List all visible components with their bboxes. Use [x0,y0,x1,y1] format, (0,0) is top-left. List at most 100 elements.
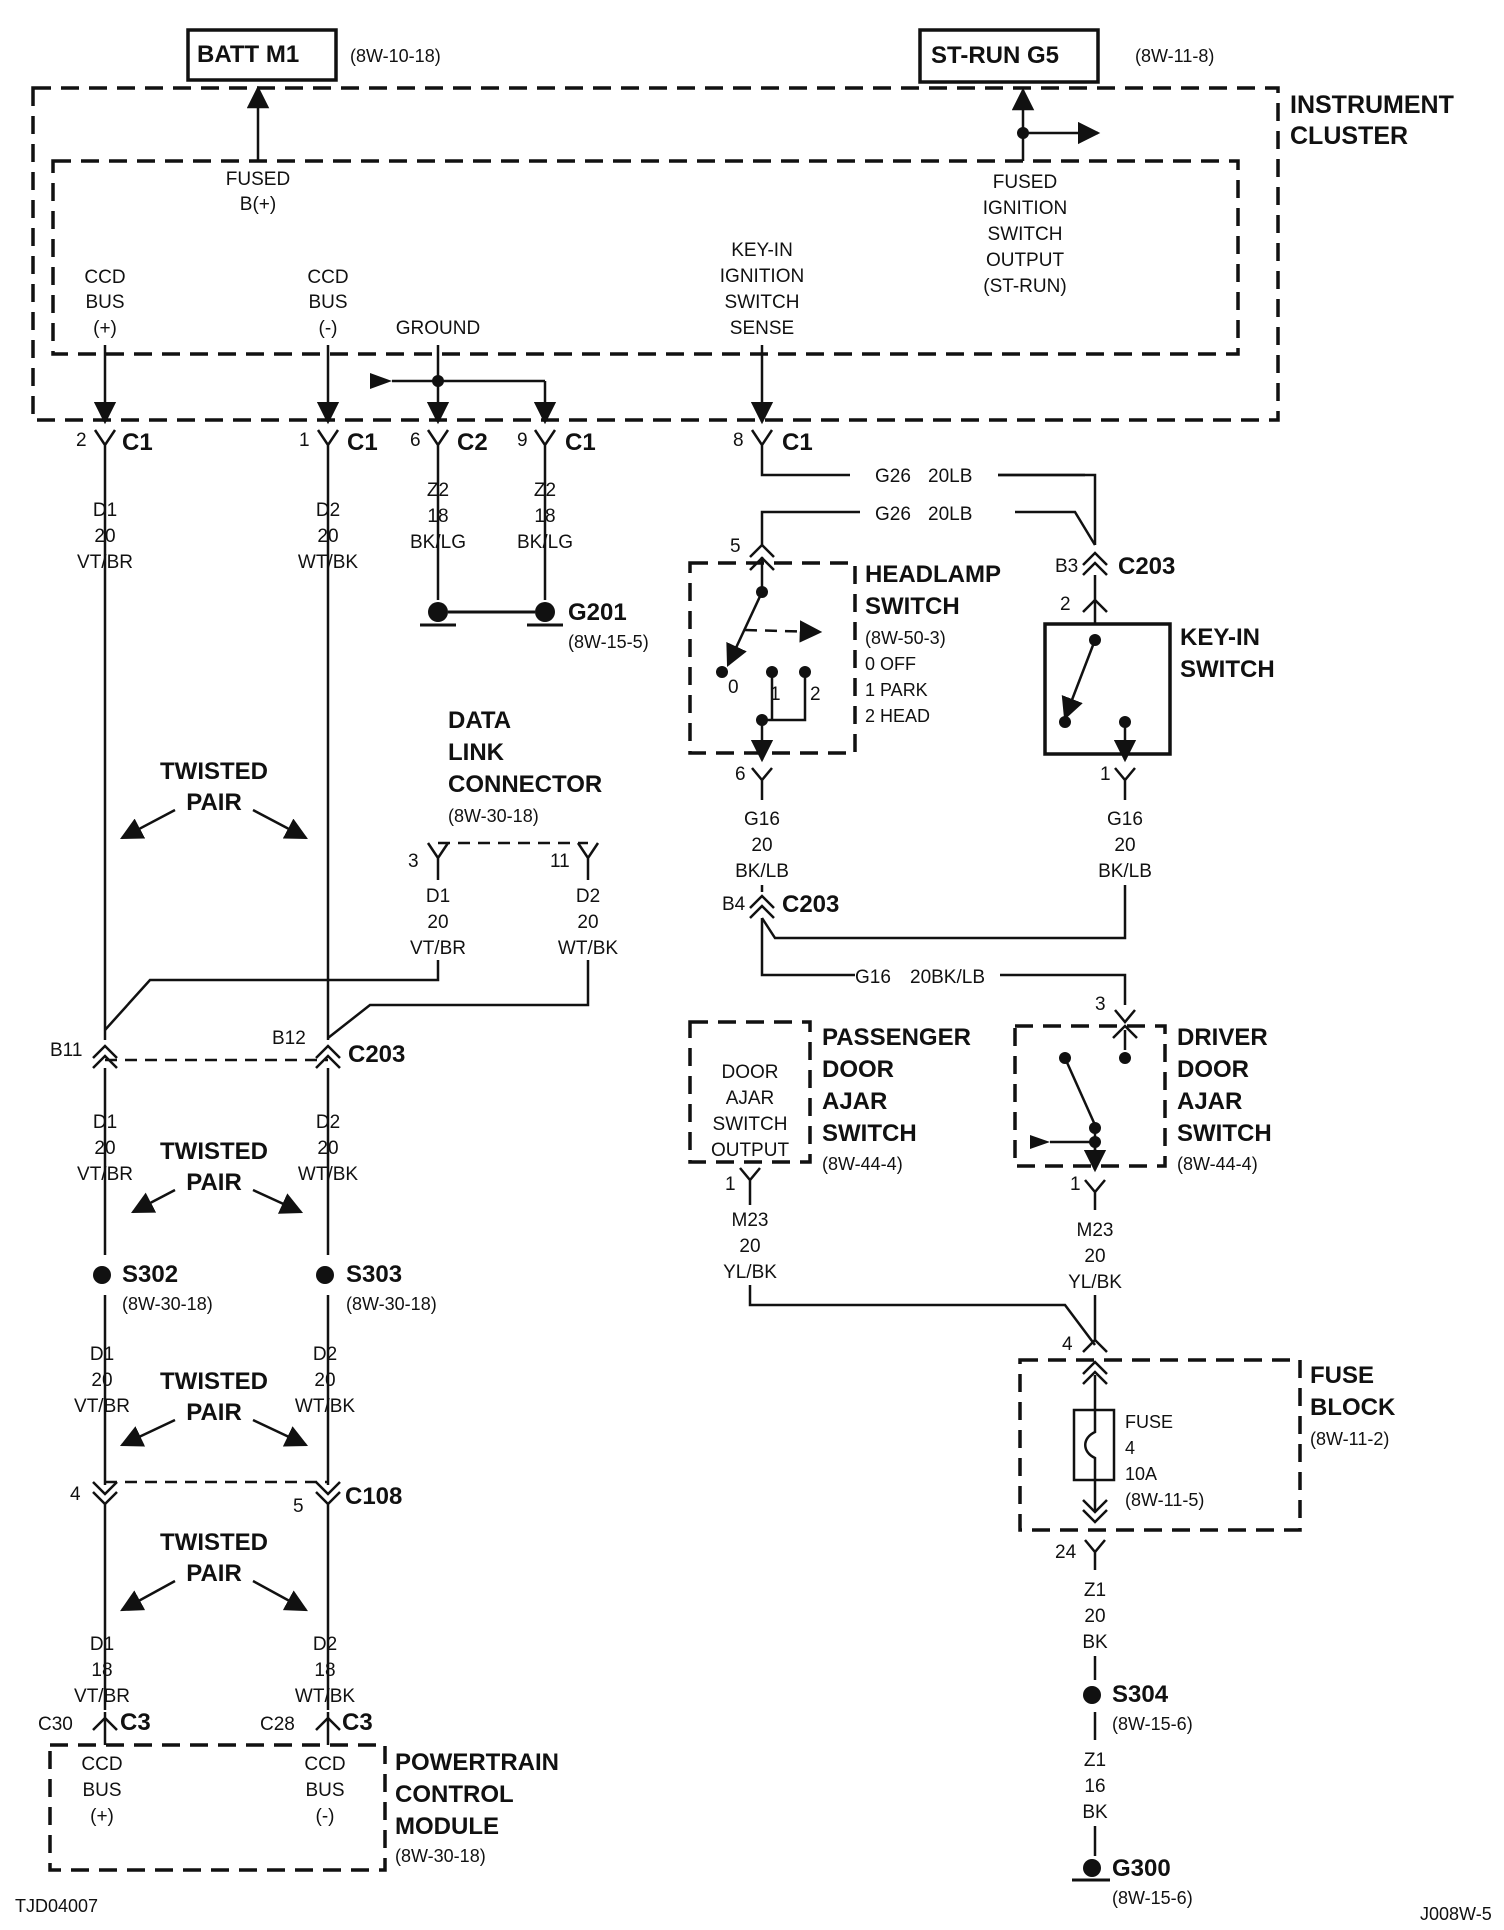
svg-text:1: 1 [299,430,310,451]
svg-text:G26: G26 [875,504,911,525]
svg-text:PASSENGER: PASSENGER [822,1024,971,1051]
svg-text:(8W-11-5): (8W-11-5) [1125,1490,1204,1510]
svg-text:5: 5 [293,1496,304,1517]
svg-text:SWITCH: SWITCH [1177,1120,1272,1147]
svg-text:20: 20 [1084,1606,1105,1627]
svg-text:(-): (-) [316,1806,335,1827]
svg-text:20: 20 [314,1370,335,1391]
splice-s302: S302 (8W-30-18) [93,1261,213,1314]
svg-text:(8W-10-18): (8W-10-18) [350,46,441,66]
svg-text:C30: C30 [38,1714,73,1735]
svg-text:18: 18 [314,1660,335,1681]
ground-g300: G300 (8W-15-6) [1072,1855,1193,1908]
ground-g201: G201 (8W-15-5) [420,599,649,652]
svg-text:WT/BK: WT/BK [298,552,358,573]
svg-text:B12: B12 [272,1028,306,1049]
svg-text:BK/LG: BK/LG [517,532,573,553]
svg-text:10A: 10A [1125,1464,1157,1484]
twisted-pair-label: TWISTED PAIR [131,1138,304,1214]
svg-text:FUSED: FUSED [993,172,1057,193]
svg-text:20: 20 [94,526,115,547]
svg-text:3: 3 [1095,994,1106,1015]
svg-text:CCD: CCD [84,267,125,288]
svg-text:C1: C1 [122,429,153,456]
svg-text:CCD: CCD [307,267,348,288]
svg-text:9: 9 [517,430,528,451]
svg-text:G16: G16 [1107,809,1143,830]
svg-text:CCD: CCD [304,1754,345,1775]
svg-text:D1: D1 [93,500,117,521]
twisted-pair-label: TWISTED PAIR [120,758,308,840]
svg-text:0 OFF: 0 OFF [865,654,916,674]
svg-text:BUS: BUS [85,292,124,313]
svg-text:MODULE: MODULE [395,1813,499,1840]
svg-text:20: 20 [739,1236,760,1257]
svg-text:0: 0 [728,677,739,698]
twisted-pair-label: TWISTED PAIR [120,1529,308,1612]
svg-text:BUS: BUS [308,292,347,313]
svg-text:B(+): B(+) [240,194,276,215]
svg-text:S302: S302 [122,1261,178,1288]
svg-text:D1: D1 [90,1344,114,1365]
svg-text:D2: D2 [576,886,600,907]
svg-text:1: 1 [725,1174,736,1195]
svg-text:(8W-11-8): (8W-11-8) [1135,46,1214,66]
svg-text:D2: D2 [316,500,340,521]
connector-c3: C30 C3 C28 C3 [38,1709,373,1745]
svg-text:M23: M23 [1077,1220,1114,1241]
svg-text:TWISTED: TWISTED [160,1529,268,1556]
connector-c203-b3: B3 C203 [1055,551,1175,580]
svg-text:IGNITION: IGNITION [983,198,1067,219]
connector-c1-row: 2 C1 1 C1 6 C2 9 C1 8 C1 [76,429,813,470]
svg-text:20: 20 [94,1138,115,1159]
svg-text:Z2: Z2 [427,480,449,501]
svg-text:4: 4 [1125,1438,1135,1458]
svg-text:DOOR: DOOR [822,1056,894,1083]
svg-text:(8W-44-4): (8W-44-4) [822,1154,903,1174]
svg-text:BK/LB: BK/LB [1098,861,1152,882]
svg-text:(8W-15-6): (8W-15-6) [1112,1888,1193,1908]
svg-text:(+): (+) [90,1806,114,1827]
svg-text:(8W-30-18): (8W-30-18) [448,806,539,826]
svg-text:S303: S303 [346,1261,402,1288]
svg-text:SWITCH: SWITCH [725,292,800,313]
splice-s303: S303 (8W-30-18) [316,1261,437,1314]
svg-text:24: 24 [1055,1542,1077,1563]
svg-text:G16: G16 [855,967,891,988]
svg-text:2: 2 [1060,594,1071,615]
connector-c203-b4: B4 C203 [722,891,839,919]
headlamp-switch: 5 0 1 2 HEADLAMP SWITCH (8W-50-3) 0 OFF … [688,536,1001,763]
svg-text:G26: G26 [875,466,911,487]
svg-text:SWITCH: SWITCH [988,224,1063,245]
svg-text:G300: G300 [1112,1855,1171,1882]
svg-text:KEY-IN: KEY-IN [1180,624,1260,651]
diagram-code-right: J008W-5 [1420,1904,1492,1924]
svg-text:TWISTED: TWISTED [160,758,268,785]
svg-text:VT/BR: VT/BR [77,552,133,573]
svg-text:2: 2 [810,684,821,705]
svg-text:G201: G201 [568,599,627,626]
svg-text:D2: D2 [316,1112,340,1133]
svg-text:PAIR: PAIR [186,1399,242,1426]
svg-text:(ST-RUN): (ST-RUN) [983,276,1066,297]
svg-text:C203: C203 [1118,553,1175,580]
svg-text:BK/LB: BK/LB [735,861,789,882]
svg-text:IGNITION: IGNITION [720,266,804,287]
svg-text:G16: G16 [744,809,780,830]
svg-text:DATA: DATA [448,707,511,734]
twisted-pair-label: TWISTED PAIR [119,1368,309,1447]
svg-text:11: 11 [550,851,570,872]
svg-text:C1: C1 [347,429,378,456]
svg-text:FUSED: FUSED [226,169,290,190]
svg-text:6: 6 [735,764,746,785]
svg-text:B4: B4 [722,894,746,915]
svg-text:20: 20 [91,1370,112,1391]
instrument-cluster: INSTRUMENT CLUSTER [31,86,1454,422]
svg-text:(8W-30-18): (8W-30-18) [346,1294,437,1314]
svg-text:BK: BK [1082,1632,1108,1653]
svg-text:(8W-15-5): (8W-15-5) [568,632,649,652]
svg-text:YL/BK: YL/BK [723,1262,777,1283]
svg-text:DOOR: DOOR [1177,1056,1249,1083]
svg-text:Z1: Z1 [1084,1750,1106,1771]
svg-text:WT/BK: WT/BK [298,1164,358,1185]
